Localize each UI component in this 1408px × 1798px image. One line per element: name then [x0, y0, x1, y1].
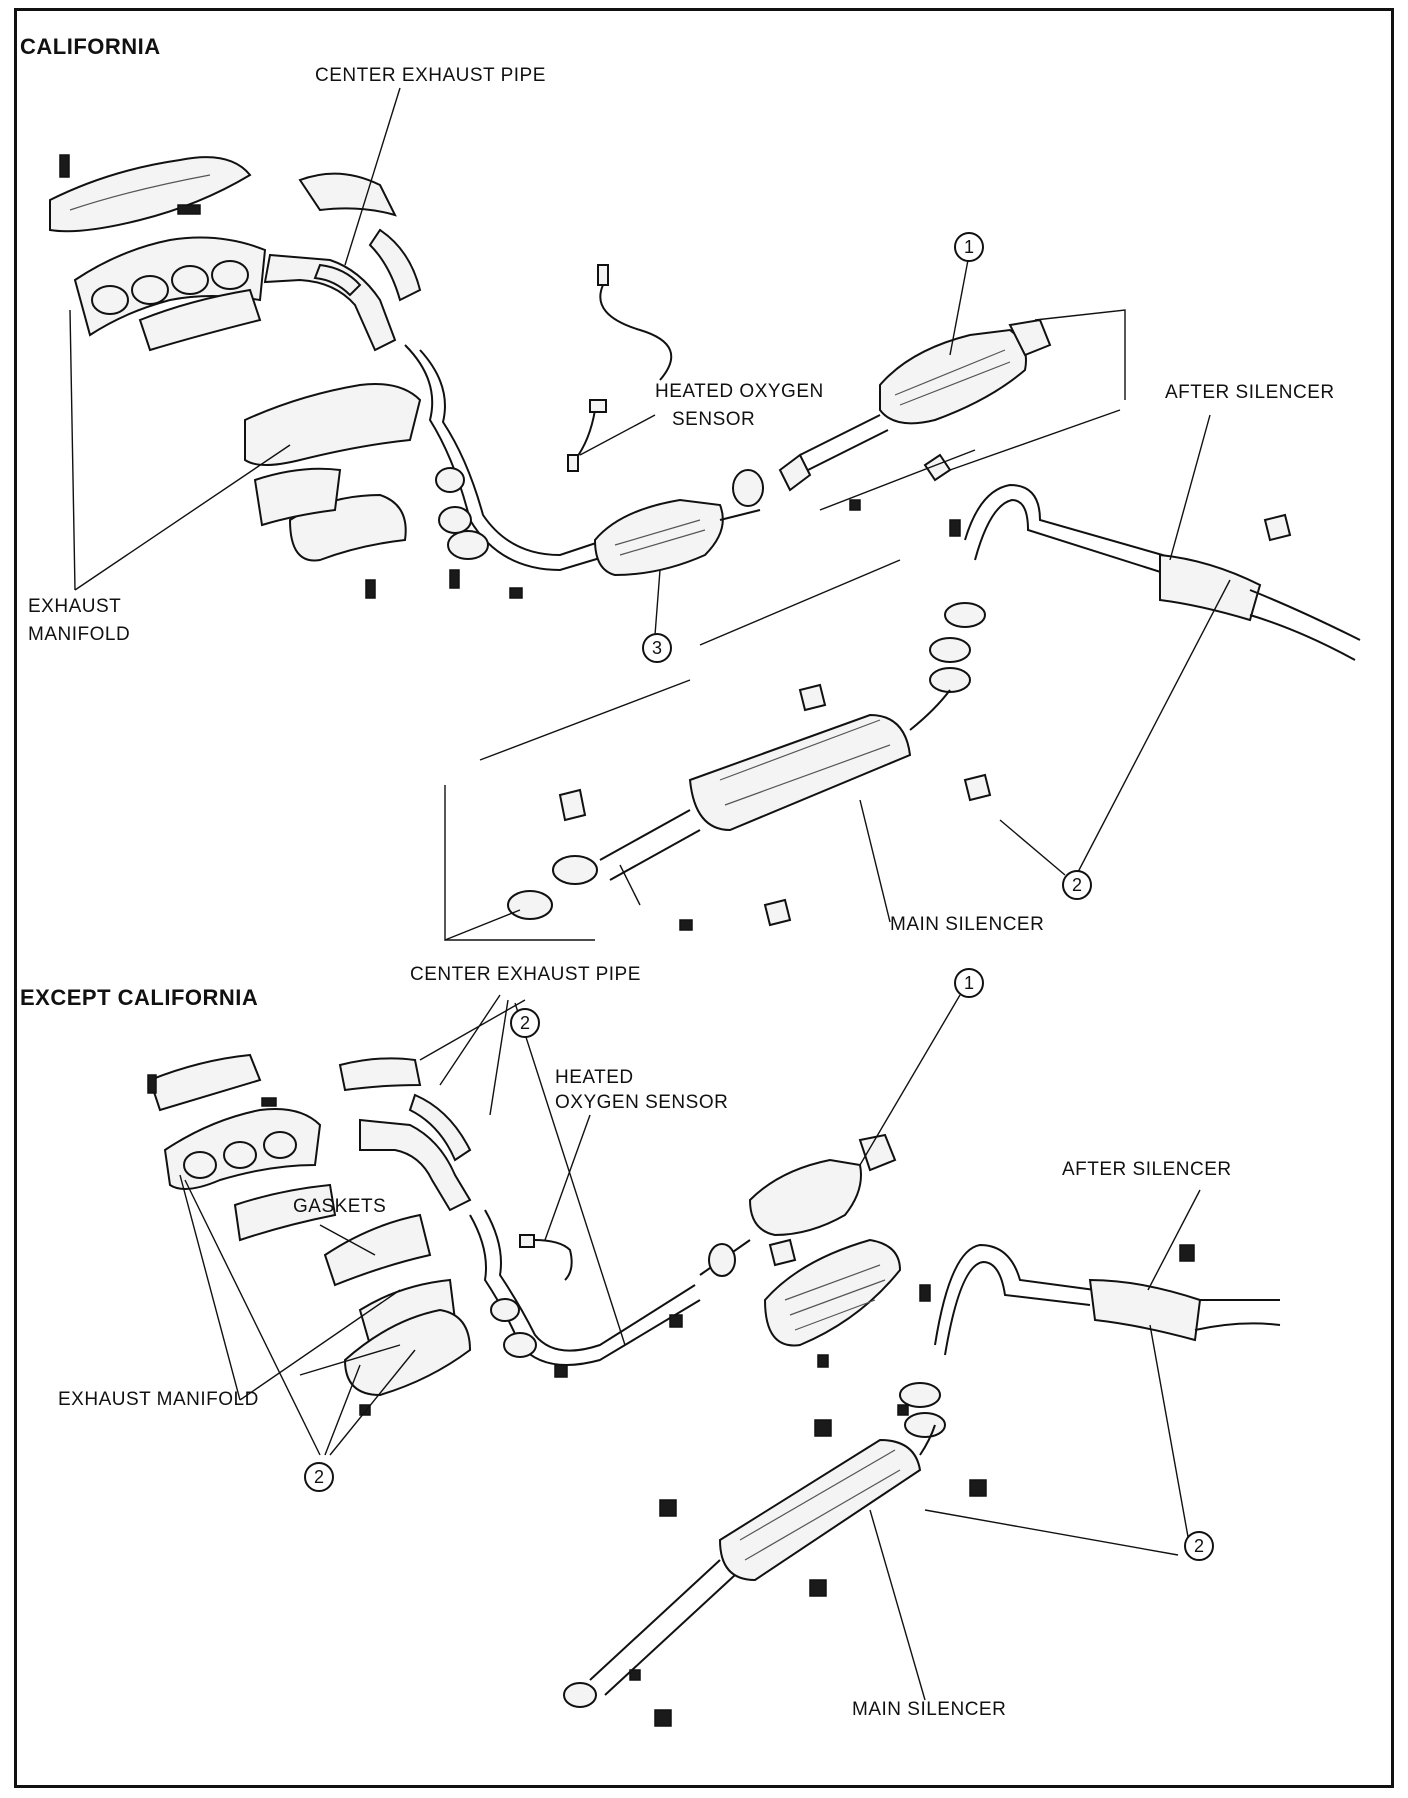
label-ca-center-exhaust-pipe: CENTER EXHAUST PIPE: [315, 65, 546, 86]
callout-ex-2-bottom: 2: [304, 1462, 334, 1492]
ex-catalytic-converter-group: [699, 1133, 902, 1368]
label-ex-exhaust-manifold: EXHAUST MANIFOLD: [58, 1389, 259, 1410]
label-ex-heated-oxygen-sensor-line2: OXYGEN SENSOR: [555, 1092, 729, 1113]
label-ca-main-silencer: MAIN SILENCER: [890, 914, 1045, 935]
label-ca-after-silencer: AFTER SILENCER: [1165, 382, 1335, 403]
label-ex-gaskets: GASKETS: [293, 1196, 387, 1217]
section-title-except-california: EXCEPT CALIFORNIA: [20, 985, 259, 1010]
ca-catalytic-converters-group: [509, 318, 1052, 599]
label-ca-exhaust-manifold-line1: EXHAUST: [28, 596, 122, 617]
label-ex-center-exhaust-pipe: CENTER EXHAUST PIPE: [410, 964, 641, 985]
ex-oxygen-sensor-group: [519, 1234, 573, 1281]
callout-ex-2-right: 2: [1184, 1531, 1214, 1561]
ca-main-silencer-group: [507, 602, 992, 931]
ca-exhaust-manifold-group: [49, 154, 460, 599]
callout-ex-2-top: 2: [510, 1008, 540, 1038]
ex-main-silencer-group: [563, 1382, 987, 1727]
ca-oxygen-sensor-group: [567, 264, 673, 472]
ex-exhaust-manifold-group: [147, 1053, 472, 1416]
callout-ex-1: 1: [954, 968, 984, 998]
callout-ca-3: 3: [642, 633, 672, 663]
label-ca-heated-oxygen-sensor-line2: SENSOR: [672, 409, 756, 430]
label-ex-heated-oxygen-sensor-line1: HEATED: [555, 1067, 634, 1088]
label-ca-heated-oxygen-sensor-line1: HEATED OXYGEN: [655, 381, 824, 402]
diagram-frame: [14, 8, 1394, 1788]
ca-center-exhaust-pipe-group: [263, 172, 611, 572]
ex-after-silencer-group: [919, 1243, 1281, 1356]
ex-center-exhaust-pipe-group: [338, 1057, 701, 1378]
label-ca-exhaust-manifold-line2: MANIFOLD: [28, 624, 131, 645]
callout-ca-2: 2: [1062, 870, 1092, 900]
ca-leader-lines: [69, 87, 1231, 923]
callout-ca-1: 1: [954, 232, 984, 262]
ca-connection-lines: [444, 309, 1126, 942]
ca-after-silencer-group: [949, 483, 1361, 661]
label-ex-main-silencer: MAIN SILENCER: [852, 1699, 1007, 1720]
ex-leader-lines: [179, 994, 1201, 1701]
label-ex-after-silencer: AFTER SILENCER: [1062, 1159, 1232, 1180]
section-title-california: CALIFORNIA: [20, 34, 161, 59]
